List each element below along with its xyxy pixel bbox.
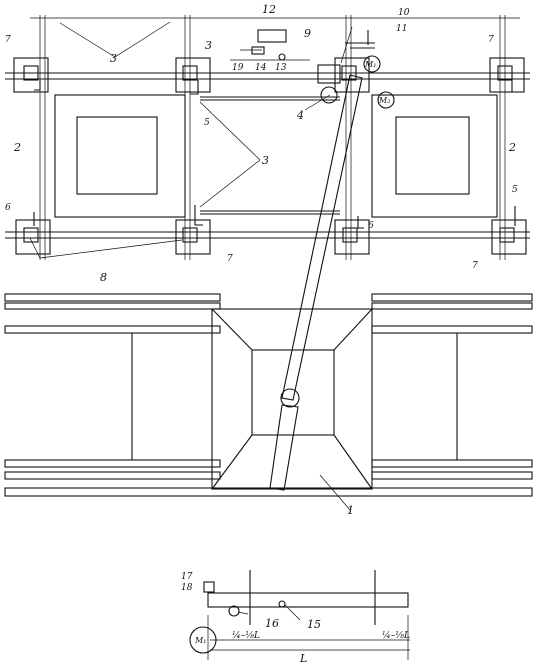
winch-unit <box>317 30 395 109</box>
callout-17: 17 <box>181 572 193 582</box>
callout-8: 8 <box>100 271 107 284</box>
control-panel <box>230 29 310 61</box>
callout-14: 14 <box>255 63 267 73</box>
floor-beams <box>4 293 533 497</box>
dimension-left-offset: ¼–⅛L <box>232 630 260 641</box>
callout-15: 15 <box>307 618 321 631</box>
callout-3-top: 3 <box>110 52 117 65</box>
callout-13: 13 <box>275 63 287 73</box>
column-axes <box>30 15 520 260</box>
callout-7-bottomright: 7 <box>472 261 478 271</box>
callout-10: 10 <box>398 8 410 18</box>
leader-lines <box>29 21 353 621</box>
callout-3-middle: 3 <box>262 154 269 167</box>
callout-19: 19 <box>232 63 244 73</box>
dimension-labels: L ¼–⅛L ¼–⅛L <box>232 630 410 665</box>
callout-1: 1 <box>347 504 354 517</box>
dimension-length: L <box>299 652 307 665</box>
callout-7-topleft: 7 <box>5 35 11 45</box>
hooks <box>33 80 518 229</box>
motor-m1-detail: M₁ <box>194 636 206 645</box>
connecting-rods <box>200 96 340 215</box>
detail-view <box>189 570 410 660</box>
callout-6-right: 6 <box>368 221 374 231</box>
hopper <box>211 308 373 490</box>
frame-left <box>54 94 186 218</box>
crane-rails <box>5 72 530 239</box>
footing-blocks <box>13 57 527 255</box>
dimension-right-offset: ¼–⅛L <box>382 630 410 641</box>
callout-12: 12 <box>262 3 276 16</box>
callout-5-right: 5 <box>512 185 518 195</box>
callout-9: 9 <box>304 27 311 40</box>
callout-4: 4 <box>296 109 304 122</box>
callouts: 1 2 2 3 3 3 4 5 5 6 6 7 7 7 7 8 9 10 11 … <box>5 3 518 631</box>
callout-11: 11 <box>396 24 407 34</box>
callout-7-topright: 7 <box>488 35 494 45</box>
callout-7-bottom: 7 <box>227 254 233 264</box>
motor-labels: M₁ M₂ M₁ <box>194 60 390 645</box>
callout-3-column: 3 <box>205 39 212 52</box>
callout-5-left: 5 <box>204 118 210 128</box>
callout-16: 16 <box>265 617 279 630</box>
callout-2-left: 2 <box>13 141 21 154</box>
motor-m1-top: M₁ <box>364 60 376 69</box>
callout-6-left: 6 <box>5 203 11 213</box>
callout-18: 18 <box>181 583 193 593</box>
frame-right <box>371 94 498 218</box>
callout-2-right: 2 <box>508 141 516 154</box>
boom <box>269 74 363 491</box>
motor-m2: M₂ <box>378 96 390 105</box>
